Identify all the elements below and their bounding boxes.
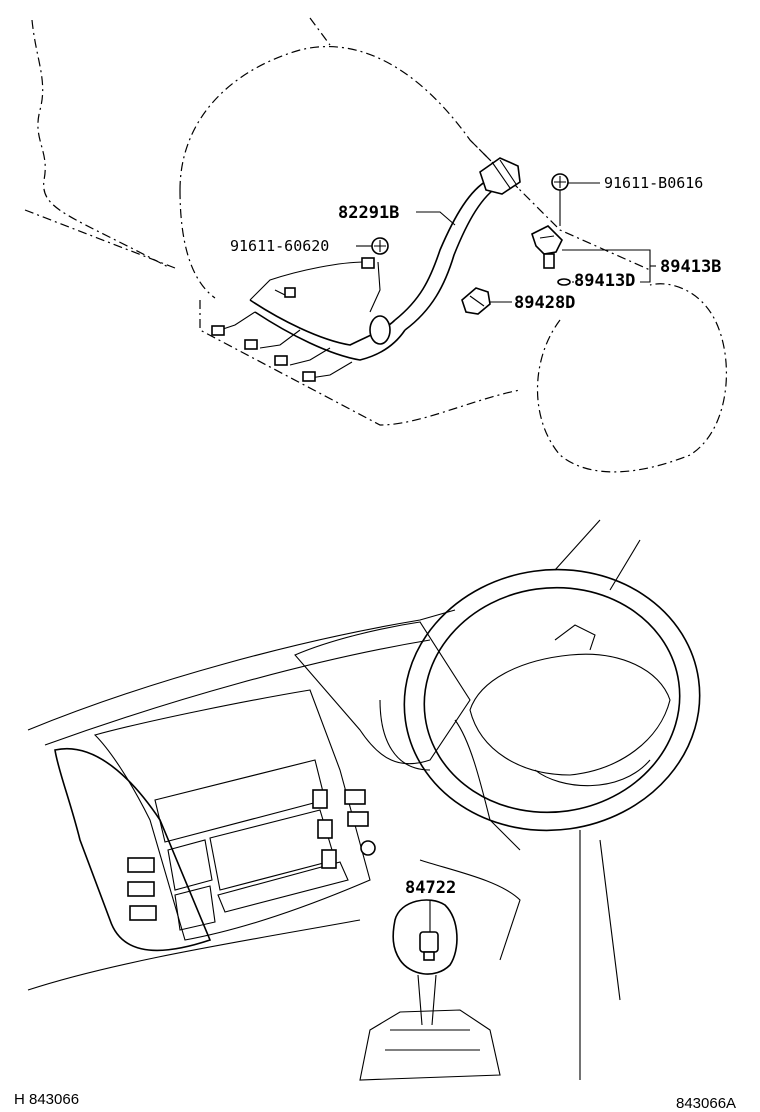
label-89413D: 89413D (574, 271, 635, 291)
footer-left-code: H 843066 (14, 1091, 79, 1108)
cabin-view (27, 519, 701, 1081)
speed-sensor-89413B (531, 225, 563, 269)
harness-grommet (369, 315, 391, 345)
steering-wheel (403, 568, 701, 832)
shift-knob (392, 899, 458, 975)
footer-right-code: 843066A (676, 1095, 736, 1112)
shift-boot (359, 1009, 501, 1081)
label-84722: 84722 (405, 878, 456, 898)
transmission-outline (537, 283, 728, 473)
engine-block-outline (179, 46, 521, 191)
label-91611-60620: 91611-60620 (230, 237, 329, 255)
label-89413B: 89413B (660, 257, 721, 277)
engine-bay-view (24, 17, 728, 473)
shift-lever (417, 974, 437, 1026)
fender-outline (31, 19, 171, 269)
dashboard-top (27, 609, 456, 731)
clamp-91611-60620 (371, 237, 389, 255)
steering-column (454, 719, 521, 851)
wire-harness (211, 157, 521, 382)
label-91611-B0616: 91611-B0616 (604, 174, 703, 192)
audio-unit (154, 759, 326, 843)
switch-84722 (419, 931, 439, 961)
clamp-91611-B0616 (551, 173, 569, 191)
label-82291B: 82291B (338, 203, 399, 223)
floor-outline (199, 300, 521, 426)
instrument-hood (294, 621, 471, 765)
steering-hub (469, 653, 671, 776)
center-console (54, 747, 212, 952)
switch-89428D (461, 287, 491, 315)
o-ring-89413D (557, 278, 571, 286)
label-89428D: 89428D (514, 293, 575, 313)
harness-connector (479, 157, 521, 195)
